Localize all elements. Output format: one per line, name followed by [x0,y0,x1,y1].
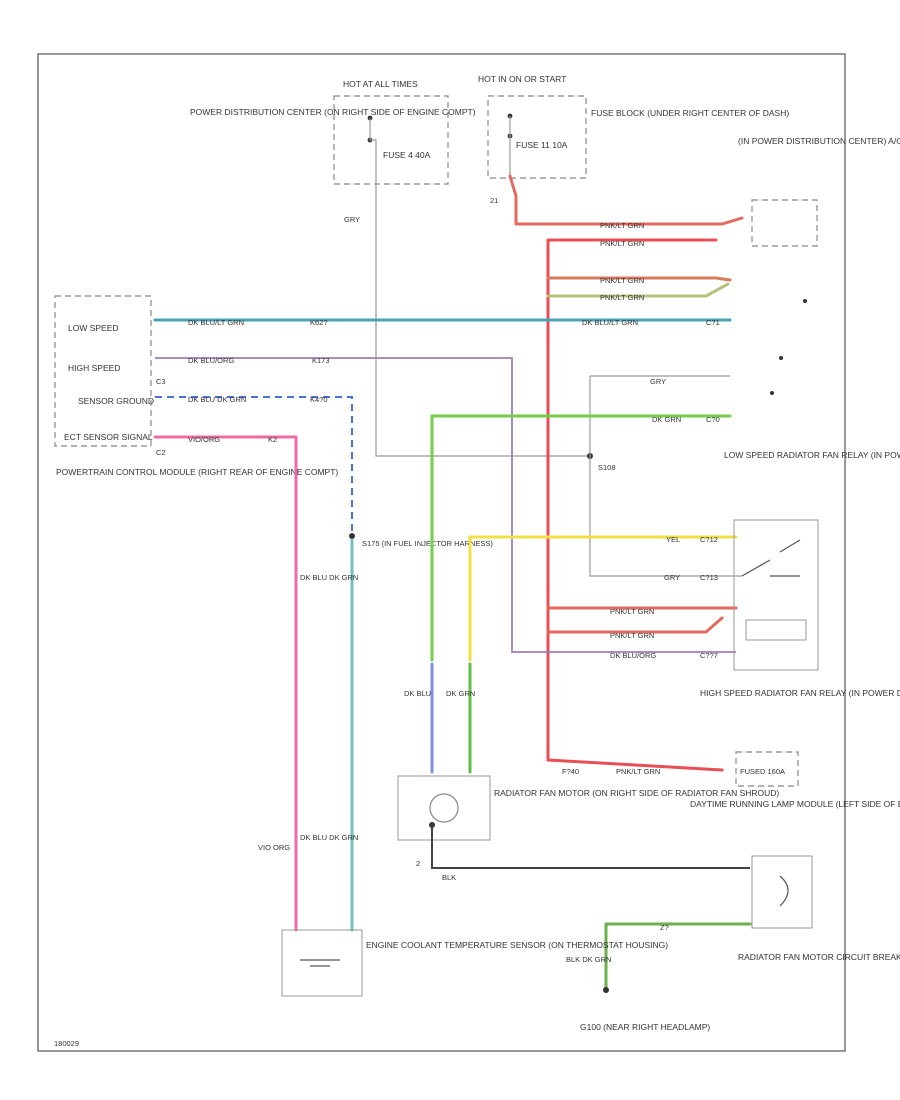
pcm-pin-sensor-ground: SENSOR GROUND [78,396,154,406]
circuit-k4: K4?0 [310,395,328,404]
circuit-f140: F?40 [562,767,579,776]
ac-relay-box [751,199,818,247]
ect-signal-wire [153,435,298,932]
terminal-dot-3 [770,391,774,395]
fuse11-label: FUSE 11 10A [516,140,568,150]
fan-motor-symbol [429,793,459,823]
low-relay-box [733,519,819,671]
fuse-block-pin: 21 [490,196,498,205]
gry-wire-label: GRY [344,215,360,224]
fused-label: FUSED 160A [740,767,785,776]
gry-wire-relay-coil [589,376,742,577]
dk-grn-stack: DK GRN [446,689,475,698]
pcm-box [54,295,152,447]
low-relay-label: LOW SPEED RADIATOR FAN RELAY (IN POWER D… [724,450,900,460]
circuit-c113: C?13 [700,573,718,582]
pnk-wire-fuse11 [508,174,744,226]
pcm-pin-ect: ECT SENSOR SIGNAL [64,432,153,442]
ect-sensor-box [281,929,363,997]
low-relay-coil [745,619,807,641]
sensor-ground-wire-label: DK BLU DK GRN [188,395,246,404]
pcm-connector-c3: C3 [156,377,166,386]
breaker-symbol [779,875,789,907]
circuit-z1: Z? [660,923,669,932]
pnk-wire-label-4: PNK/LT GRN [600,293,644,302]
circuit-k2: K2 [268,435,277,444]
diagram-frame [37,53,846,1052]
low-relay-switch [741,539,801,577]
low-speed-wire-label: DK BLU/LT GRN [188,318,244,327]
pnk-wire-main [546,238,724,772]
breaker-label: RADIATOR FAN MOTOR CIRCUIT BREAKER (ON R… [738,952,900,962]
high-relay-box [735,751,799,787]
fan-motor-box [397,775,491,841]
ground-label: G100 (NEAR RIGHT HEADLAMP) [580,1022,710,1032]
yel-wire-label: YEL [666,535,680,544]
diagram-id: 180029 [54,1039,79,1048]
pcm-pin-high: HIGH SPEED [68,363,120,373]
splice-s175 [349,533,355,539]
fuse-block-box [487,95,587,179]
high-speed-wire [155,357,736,653]
pnk-wire-label-3: PNK/LT GRN [600,276,644,285]
high-speed-wire-label: DK BLU/ORG [188,356,234,365]
pdc-label: POWER DISTRIBUTION CENTER (ON RIGHT SIDE… [190,107,476,117]
pnk-wire-label-6: PNK/LT GRN [610,631,654,640]
pdc-box [333,95,449,185]
circuit-k173: K173 [312,356,330,365]
pnk-wire-label-1: PNK/LT GRN [600,221,644,230]
pnk-wire-ac-branch [546,276,732,282]
sensor-ground-stack: DK BLU DK GRN [300,573,358,582]
yel-wire [468,535,738,662]
pnk-wire-label-5: PNK/LT GRN [610,607,654,616]
sensor-ground-wire [155,396,353,536]
circuit-k173-low: K62? [310,318,328,327]
blk-wire-label: BLK [442,873,456,882]
gry-wire-label-3: GRY [664,573,680,582]
ect-signal-stack: VIO ORG [258,843,290,852]
circuit-c91: C?1 [706,318,720,327]
drl-label: DAYTIME RUNNING LAMP MODULE (LEFT SIDE O… [690,799,900,809]
ground-wire-label: BLK DK GRN [566,955,611,964]
splice-s108-label: S108 [598,463,616,472]
ect-sensor-symbol [300,959,340,967]
pnk-wire-ac-branch-2 [546,282,730,298]
sensor-ground-stack-2: DK BLU DK GRN [300,833,358,842]
ect-sensor-label: ENGINE COOLANT TEMPERATURE SENSOR (ON TH… [366,940,668,950]
high-relay-label: HIGH SPEED RADIATOR FAN RELAY (IN POWER … [700,688,900,698]
pnk-wire-low-relay-2 [546,616,724,634]
low-speed-wire-label-2: DK BLU/LT GRN [582,318,638,327]
fan-motor-pin: 2 [416,859,420,868]
circuit-c137: C??7 [700,651,718,660]
fuse4-label: FUSE 4 40A [383,150,431,160]
dk-grn-wire [430,414,732,662]
pnk-wire-label-2: PNK/LT GRN [600,239,644,248]
pnk-wire-label-7: PNK/LT GRN [616,767,660,776]
fan-motor-label: RADIATOR FAN MOTOR (ON RIGHT SIDE OF RAD… [494,788,779,798]
ground-wire [604,922,752,992]
dk-blu-stack: DK BLU [404,689,431,698]
blk-wire [431,825,750,869]
gry-wire-fuse4 [370,139,590,457]
pcm-pin-low: LOW SPEED [68,323,119,333]
circuit-c112: C?12 [700,535,718,544]
fuse-block-label: FUSE BLOCK (UNDER RIGHT CENTER OF DASH) [591,108,789,118]
terminal-dot-1 [803,299,807,303]
ac-relay-label: (IN POWER DISTRIBUTION CENTER) A/C COMPR… [738,136,900,146]
pdc-hot-label: HOT AT ALL TIMES [343,79,418,89]
ect-signal-wire-label: VIO/ORG [188,435,220,444]
pcm-label: POWERTRAIN CONTROL MODULE (RIGHT REAR OF… [56,467,338,477]
ground-g100 [603,987,609,993]
fuse-block-hot-label: HOT IN ON OR START [478,74,566,84]
terminal-dot-2 [779,356,783,360]
splice-s175-label: S175 (IN FUEL INJECTOR HARNESS) [362,539,493,548]
drl-box [751,855,813,929]
high-speed-wire-label-2: DK BLU/ORG [610,651,656,660]
gry-wire-label-2: GRY [650,377,666,386]
circuit-c90: C?0 [706,415,720,424]
dk-grn-wire-label: DK GRN [652,415,681,424]
pcm-connector-c2: C2 [156,448,166,457]
